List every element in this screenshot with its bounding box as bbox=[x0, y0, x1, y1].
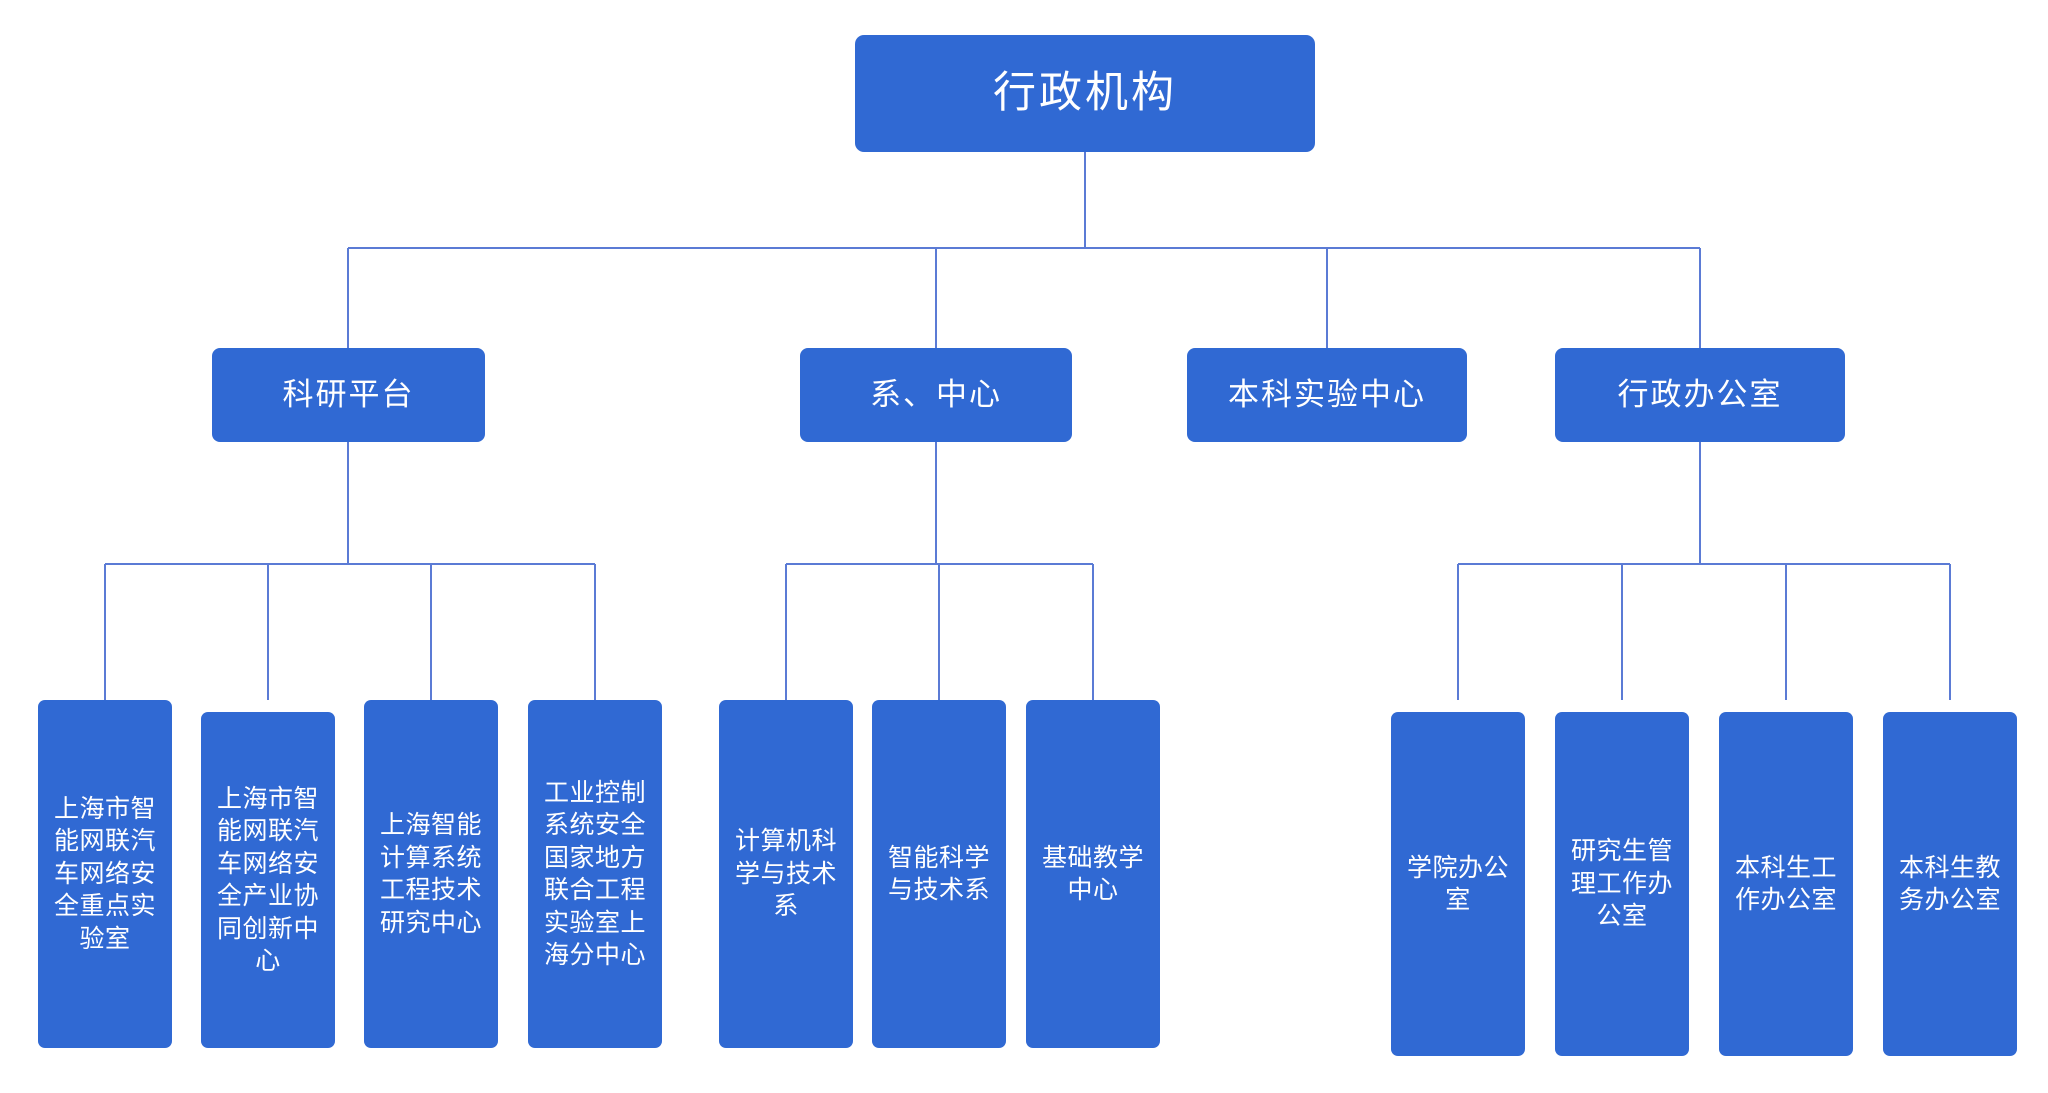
node-research-platform[interactable]: 科研平台 bbox=[212, 348, 485, 442]
node-label: 上海市智能网联汽车网络安全产业协同创新中心 bbox=[216, 784, 319, 976]
node-label: 行政办公室 bbox=[1617, 376, 1783, 412]
node-label: 本科生工作办公室 bbox=[1734, 853, 1837, 915]
node-shanghai-icv-cybersecurity-innovation-center[interactable]: 上海市智能网联汽车网络安全产业协同创新中心 bbox=[201, 712, 335, 1048]
node-ics-security-joint-engineering-lab-shanghai[interactable]: 工业控制系统安全国家地方联合工程实验室上海分中心 bbox=[528, 700, 662, 1048]
node-admin-office[interactable]: 行政办公室 bbox=[1555, 348, 1845, 442]
node-label: 科研平台 bbox=[282, 376, 415, 412]
node-basic-teaching-center[interactable]: 基础教学中心 bbox=[1026, 700, 1160, 1048]
node-shanghai-intelligent-computing-research-center[interactable]: 上海智能计算系统工程技术研究中心 bbox=[364, 700, 498, 1048]
node-root[interactable]: 行政机构 bbox=[855, 35, 1315, 152]
node-label: 基础教学中心 bbox=[1041, 843, 1144, 905]
node-undergraduate-student-affairs-office[interactable]: 本科生工作办公室 bbox=[1719, 712, 1853, 1056]
node-intelligent-science-department[interactable]: 智能科学与技术系 bbox=[872, 700, 1006, 1048]
node-label: 工业控制系统安全国家地方联合工程实验室上海分中心 bbox=[543, 778, 646, 970]
node-label: 本科生教务办公室 bbox=[1898, 853, 2001, 915]
node-computer-science-department[interactable]: 计算机科学与技术系 bbox=[719, 700, 853, 1048]
node-undergrad-lab-center[interactable]: 本科实验中心 bbox=[1187, 348, 1467, 442]
node-label: 研究生管理工作办公室 bbox=[1570, 837, 1673, 931]
node-label: 行政机构 bbox=[993, 68, 1177, 117]
node-departments-centers[interactable]: 系、中心 bbox=[800, 348, 1072, 442]
node-label: 学院办公室 bbox=[1406, 853, 1509, 915]
node-college-office[interactable]: 学院办公室 bbox=[1391, 712, 1525, 1056]
node-label: 计算机科学与技术系 bbox=[734, 827, 837, 921]
node-shanghai-icv-cybersecurity-key-lab[interactable]: 上海市智能网联汽车网络安全重点实验室 bbox=[38, 700, 172, 1048]
node-graduate-affairs-office[interactable]: 研究生管理工作办公室 bbox=[1555, 712, 1689, 1056]
node-undergraduate-academic-affairs-office[interactable]: 本科生教务办公室 bbox=[1883, 712, 2017, 1056]
node-label: 智能科学与技术系 bbox=[887, 843, 990, 905]
node-label: 系、中心 bbox=[870, 376, 1002, 412]
node-label: 上海智能计算系统工程技术研究中心 bbox=[379, 811, 482, 937]
node-label: 上海市智能网联汽车网络安全重点实验室 bbox=[53, 794, 156, 953]
node-label: 本科实验中心 bbox=[1228, 376, 1426, 412]
